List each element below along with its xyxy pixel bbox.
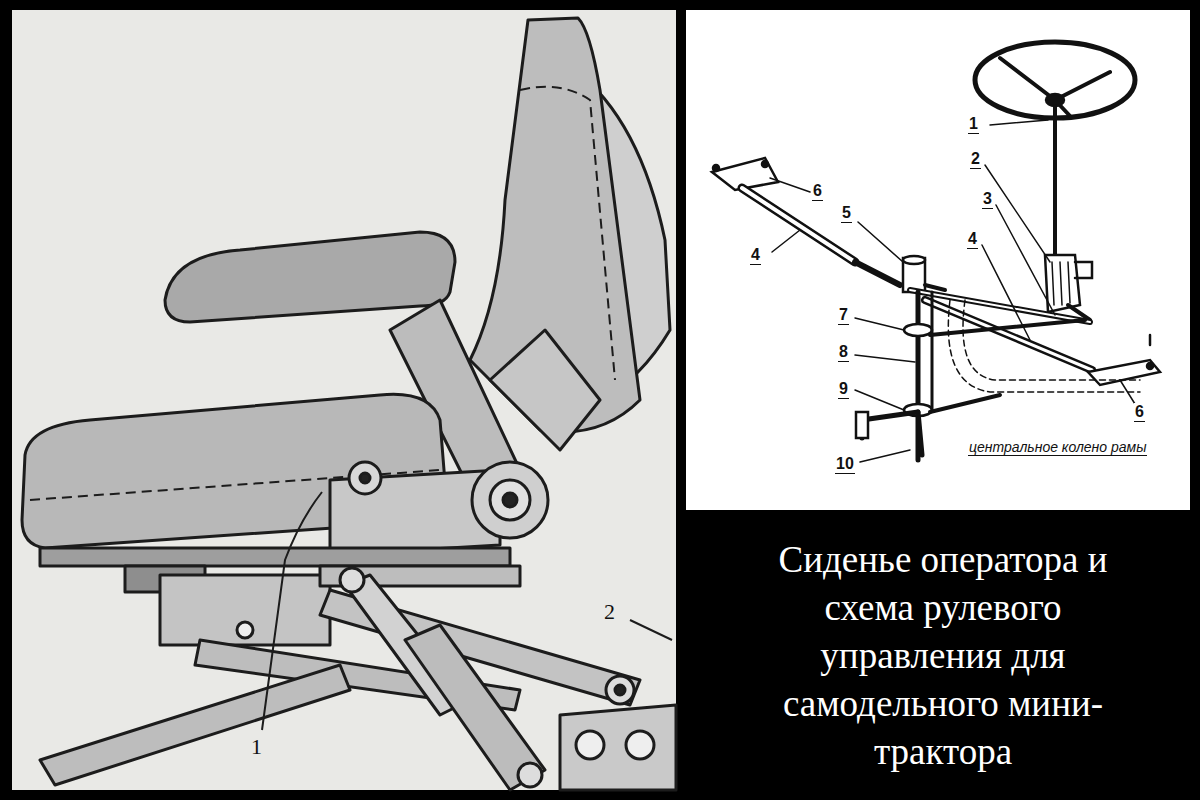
callout-number: 8 xyxy=(838,343,849,362)
leader-line xyxy=(630,620,672,640)
callout-number: 4 xyxy=(750,246,761,265)
callout-number: 3 xyxy=(982,190,993,209)
callout-number: 6 xyxy=(1134,403,1145,422)
callout-number: 5 xyxy=(841,204,852,223)
callout-number: 7 xyxy=(838,306,849,325)
note-label: центральное колено рамы xyxy=(968,440,1147,456)
callout-number: 2 xyxy=(970,150,981,169)
callout-number: 9 xyxy=(838,380,849,399)
steering-drawing xyxy=(712,42,1160,462)
seat-drawing xyxy=(22,18,676,790)
leader-line xyxy=(262,492,322,730)
callout-number: 2 xyxy=(603,600,616,624)
callout-number: 4 xyxy=(967,230,978,249)
callout-number: 6 xyxy=(812,182,823,201)
seat-panel xyxy=(12,10,676,790)
steering-panel xyxy=(686,10,1190,510)
callout-number: 1 xyxy=(250,735,263,759)
caption: Сиденье оператора и схема рулевого управ… xyxy=(738,536,1148,776)
callout-number: 10 xyxy=(835,455,855,474)
callout-number: 1 xyxy=(968,115,979,134)
